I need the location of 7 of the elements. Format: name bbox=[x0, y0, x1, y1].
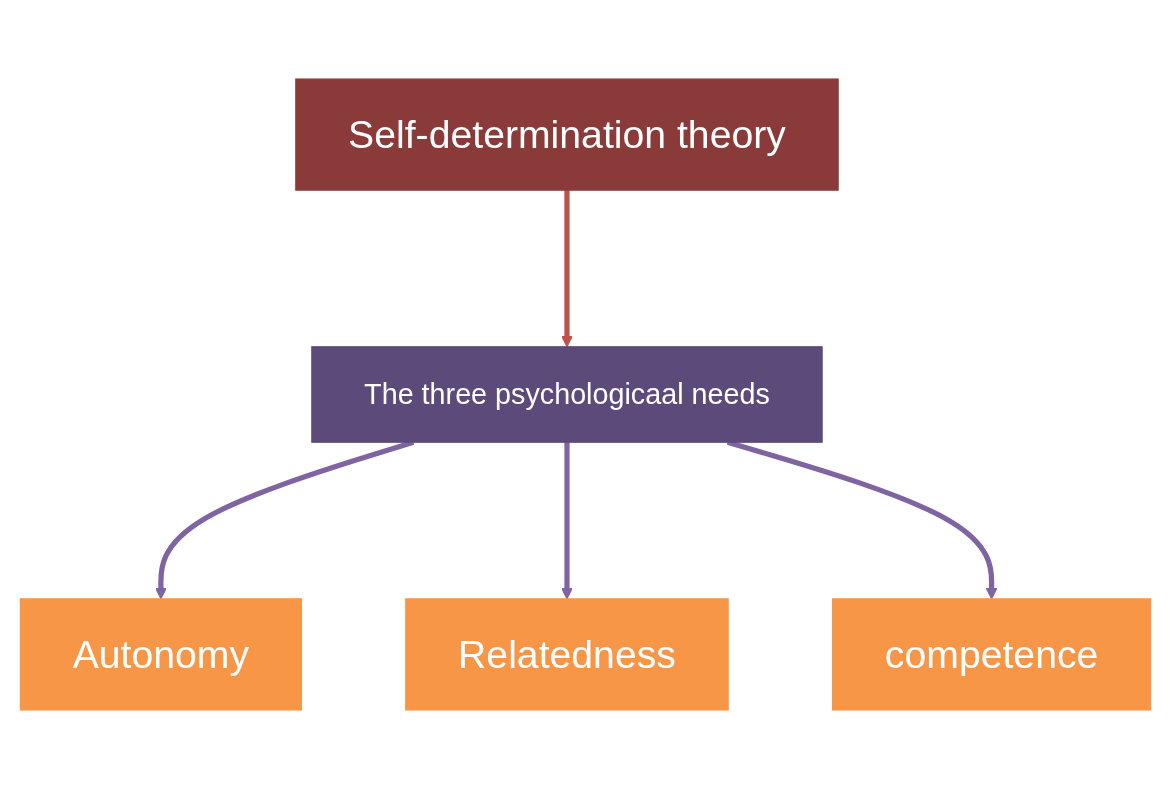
arrow bbox=[561, 442, 573, 600]
arrow bbox=[561, 190, 573, 348]
node-box: Relatedness bbox=[405, 598, 729, 711]
node-box: Autonomy bbox=[19, 598, 302, 711]
node-box: The three psychologicaal needs bbox=[311, 346, 823, 443]
node-box: Self-determination theory bbox=[295, 78, 839, 191]
node-box: competence bbox=[831, 598, 1152, 711]
